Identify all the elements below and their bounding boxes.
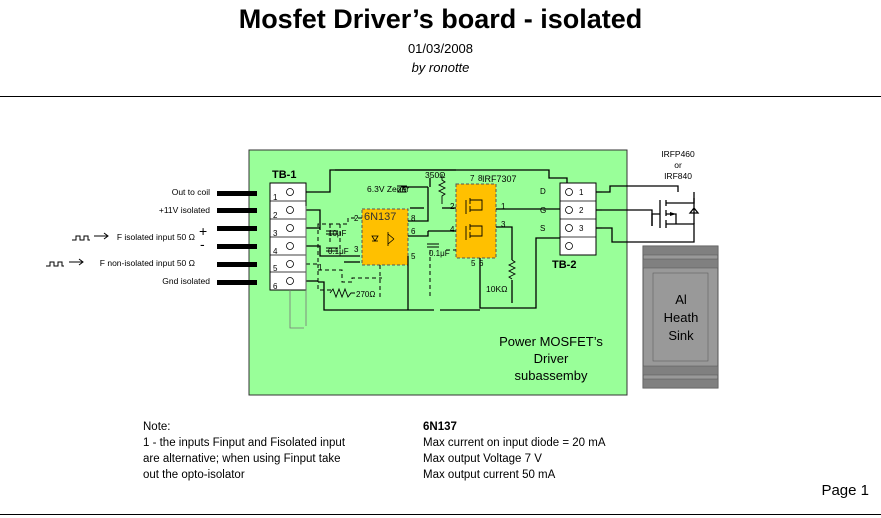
resistor-350-label: 350Ω [425,170,446,180]
resistor-10k-label: 10KΩ [486,284,507,294]
mosfet-arrow-icon [670,212,676,216]
page-title: Mosfet Driver’s board - isolated [238,4,643,34]
heatsink-label-line3: Sink [668,328,694,343]
tb1-pin-6: 6 [273,282,278,291]
page-number: Page 1 [821,482,869,499]
tb2-label-d: D [540,187,546,196]
zener-label: 6.3V Zener [367,184,409,194]
driver-ic-label: IRF7307 [482,174,517,184]
opto-pin-1-label: 1 [318,263,323,272]
footer-divider [0,514,881,515]
ic-pin-6: 6 [479,259,484,268]
note-right: 6N137 Max current on input diode = 20 mA… [423,419,606,483]
cap-10uf-label: 10μF [328,229,347,238]
opto-pin-5: 5 [411,252,416,261]
board-label-line1: Power MOSFET’s [499,334,603,349]
note-left-line: out the opto-isolator [143,469,245,481]
tb2-label-g: G [540,206,546,215]
optocoupler-6n137 [361,208,409,266]
note-right-line: Max output Voltage 7 V [423,453,542,465]
tb2-pin-1: 1 [579,188,584,197]
grey-trace [289,206,307,329]
tb1-pin-5: 5 [273,264,278,273]
header-divider [0,96,881,97]
document-date: 01/03/2008 [407,41,474,56]
dashed-wiring [306,217,456,297]
input-label-f-isolated: F isolated input 50 Ω [117,232,195,242]
heatsink [642,245,719,389]
opto-pin-2: 2 [354,214,359,223]
ic-pin-4: 4 [450,225,455,234]
ic-pin-7: 7 [470,174,475,183]
ic-pin-2: 2 [450,202,455,211]
input-label-11v: +11V isolated [159,205,210,215]
ic-pin-3: 3 [501,220,506,229]
ic-pin-5: 5 [471,259,476,268]
note-left-line: are alternative; when using Finput take [143,453,341,465]
tb1-pin-2: 2 [273,211,278,220]
note-right-line: Max output current 50 mA [423,469,556,481]
tb1-pin-4: 4 [273,247,278,256]
note-left-heading: Note: [143,421,171,433]
tb1-label: TB-1 [272,169,296,181]
driver-ic-internals [465,198,483,240]
board-label-line3: subassemby [515,368,588,383]
input-pin-stubs [217,191,257,285]
note-left: Note: 1 - the inputs Finput and Fisolate… [143,419,345,483]
board-label-line2: Driver [534,351,569,366]
pulse-symbols [46,232,109,267]
mosfet-label-line1: IRFP460 [661,149,695,159]
tb2-label-s: S [540,224,545,233]
minus-sign: - [200,236,205,252]
mosfet-label-line3: IRF840 [664,171,692,181]
tb1-pin-1: 1 [273,193,278,202]
tb2-pin-2: 2 [579,206,584,215]
tb2-dividers [560,200,596,238]
opto-pin-8: 8 [411,214,416,223]
input-label-out-to-coil: Out to coil [172,187,210,197]
optocoupler-label: 6N137 [364,211,396,223]
tb2-label: TB-2 [552,259,576,271]
input-label-gnd: Gnd isolated [162,276,210,286]
note-left-line: 1 - the inputs Finput and Fisolated inpu… [143,437,346,449]
ic-pin-1: 1 [501,202,506,211]
opto-pin-3: 3 [354,245,359,254]
cap-01uf-a-label: 0.1μF [328,247,349,256]
plus-sign: + [199,223,207,239]
heatsink-label-line2: Heath [664,310,699,325]
mosfet-label-line2: or [674,160,682,170]
document-author: by ronotte [411,60,470,75]
tb2-screws [565,188,573,250]
cap-01uf-b-label: 0.1μF [429,249,450,258]
tb2-connector-stubs [596,191,602,229]
driver-ic-irf7307 [455,183,497,259]
opto-pin-6: 6 [411,227,416,236]
component-symbols [326,174,517,299]
resistor-270-label: 270Ω [356,290,375,299]
tb1-screws [286,188,294,285]
note-right-heading: 6N137 [423,421,457,433]
tb2-pin-3: 3 [579,224,584,233]
optocoupler-internals [371,232,395,246]
input-label-f-non-isolated: F non-isolated input 50 Ω [100,258,195,268]
tb1-pin-3: 3 [273,229,278,238]
note-right-line: Max current on input diode = 20 mA [423,437,606,449]
heatsink-label-line1: Al [675,292,687,307]
ic-pin-8: 8 [478,174,483,183]
tb1-dividers [270,200,306,273]
